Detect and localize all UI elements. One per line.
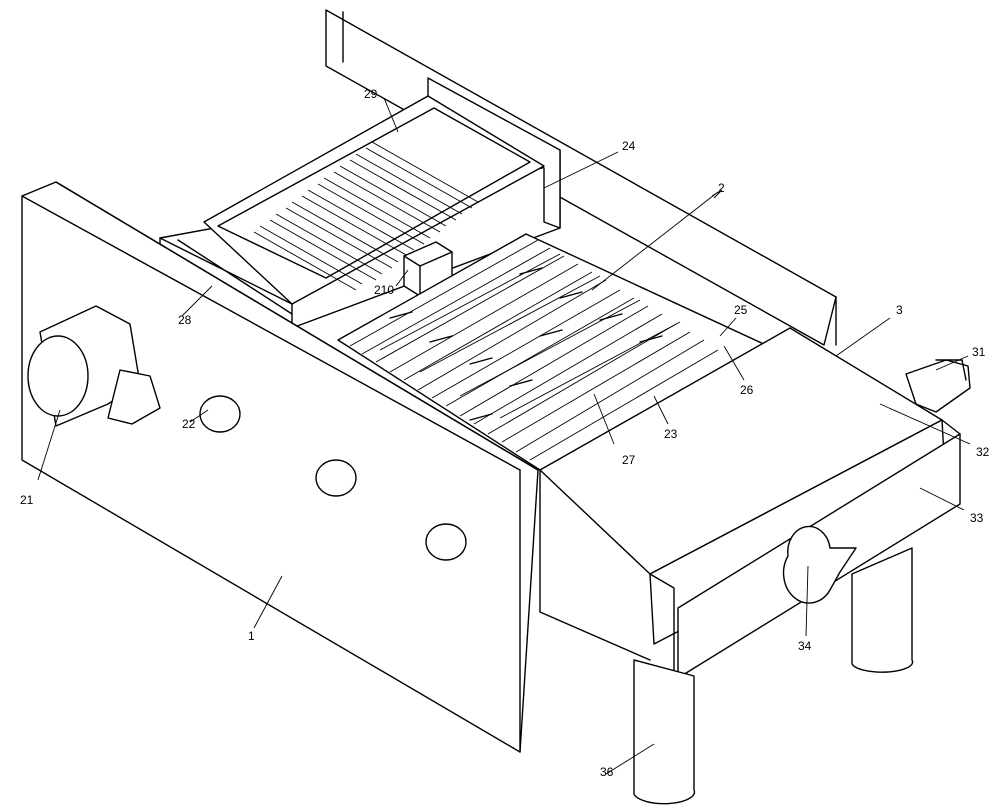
label-22: 22 <box>182 417 196 431</box>
outlet-spout <box>782 525 857 604</box>
hopper-frame <box>159 77 561 329</box>
label-36: 36 <box>600 765 614 779</box>
label-34: 34 <box>798 639 812 653</box>
bolts <box>199 395 467 561</box>
label-26: 26 <box>740 383 754 397</box>
label-25: 25 <box>734 303 748 317</box>
label-1: 1 <box>248 629 255 643</box>
label-33: 33 <box>970 511 984 525</box>
roller-bed <box>337 233 769 471</box>
control-knob <box>27 305 161 427</box>
label-31: 31 <box>972 345 986 359</box>
label-24: 24 <box>622 139 636 153</box>
reference-labels: 29 24 2 3 31 28 210 25 26 23 27 32 33 34… <box>20 87 990 779</box>
label-21: 21 <box>20 493 34 507</box>
label-32: 32 <box>976 445 990 459</box>
label-2: 2 <box>718 181 725 195</box>
label-27: 27 <box>622 453 636 467</box>
side-pipe <box>905 359 971 413</box>
legs <box>633 547 914 805</box>
leader-lines <box>37 97 971 775</box>
label-29: 29 <box>364 87 378 101</box>
hopper-screen <box>253 141 479 291</box>
label-28: 28 <box>178 313 192 327</box>
front-plate <box>21 181 539 753</box>
label-210: 210 <box>374 283 394 297</box>
label-23: 23 <box>664 427 678 441</box>
label-3: 3 <box>896 303 903 317</box>
